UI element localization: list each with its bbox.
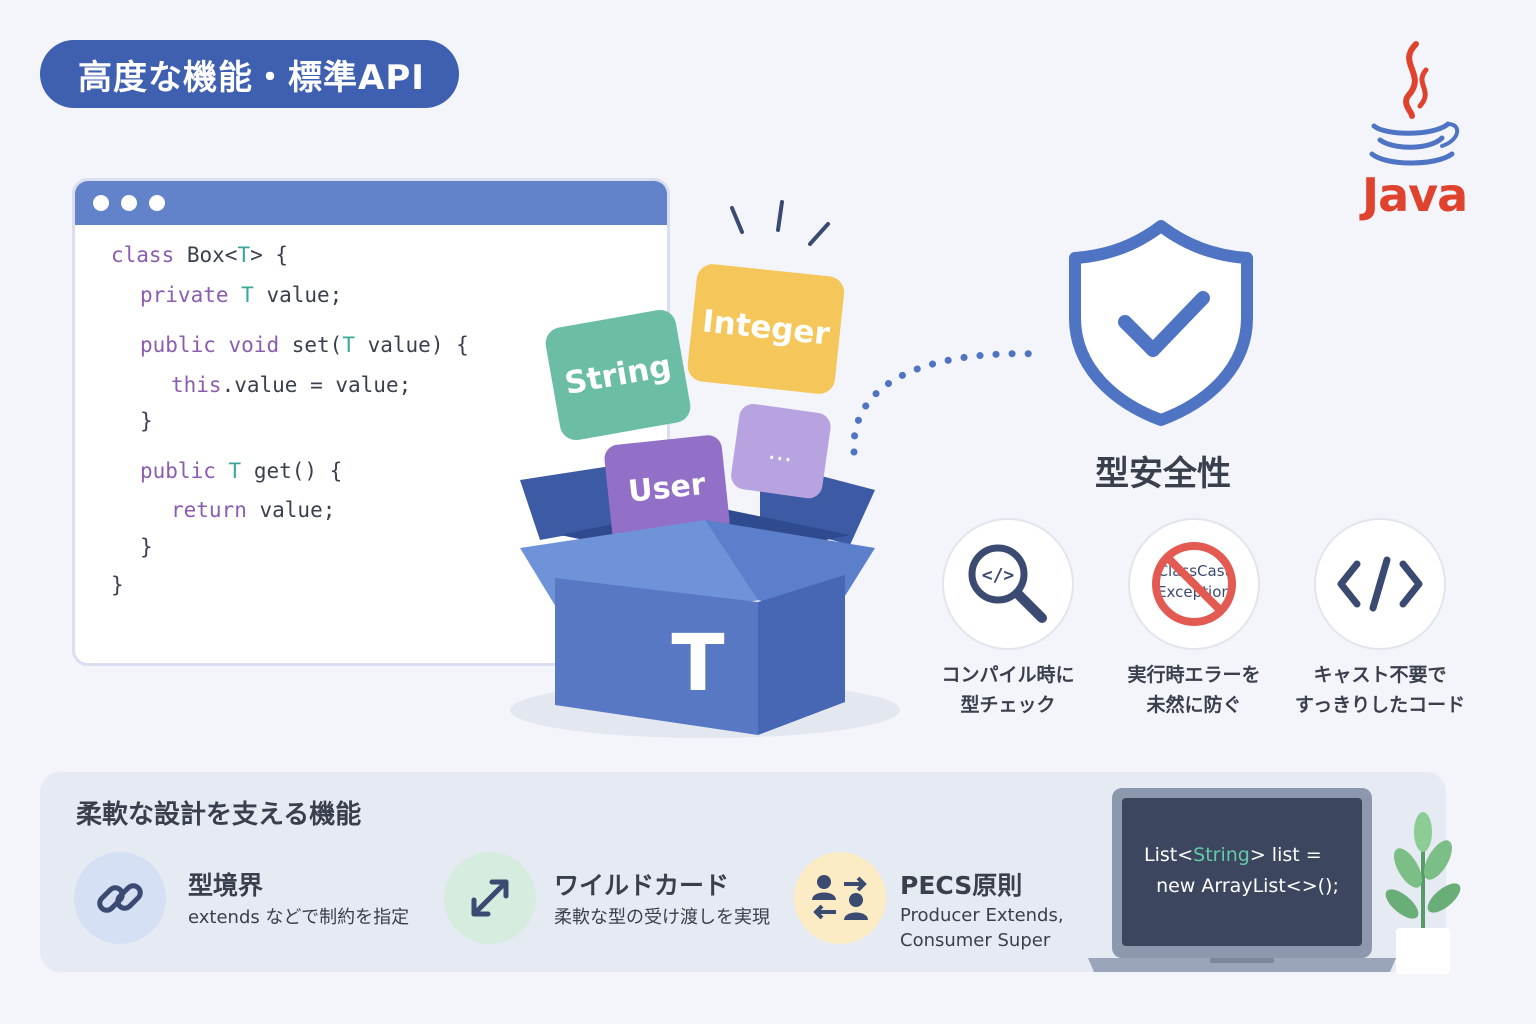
bottom-panel-title: 柔軟な設計を支える機能 (76, 800, 362, 830)
code-keyword: void (228, 333, 280, 357)
bound-item-title: 型境界 (188, 871, 264, 900)
wildcard-item-icon (444, 852, 536, 944)
java-logo-text: Java (1362, 168, 1468, 222)
feature-label: キャスト不要で (1313, 664, 1447, 686)
code-token: > { (250, 243, 289, 267)
code-token: } (140, 409, 153, 433)
code-token: } (140, 535, 153, 559)
box-label: T (671, 619, 724, 709)
code-token: set( (279, 333, 343, 357)
page-title: 高度な機能・標準API (40, 40, 459, 108)
window-titlebar (75, 181, 667, 225)
bound-item-icon (74, 852, 166, 944)
code-keyword: class (111, 243, 175, 267)
pecs-item-title: PECS原則 (900, 871, 1023, 900)
code-type: String (1193, 844, 1250, 866)
code-token (229, 283, 242, 307)
laptop-code: List<String> list = new ArrayList<>(); (1144, 840, 1339, 902)
pecs-item-icon (794, 852, 886, 944)
plant-icon (1385, 812, 1461, 974)
type-card-string: String (545, 309, 691, 441)
card-label: ... (766, 436, 795, 469)
wildcard-item-title: ワイルドカード (554, 871, 730, 900)
laptop-illustration (1088, 788, 1396, 972)
code-type-param: T (237, 243, 251, 267)
feature-icon-circle: </> (942, 518, 1074, 650)
code-type-param: T (241, 283, 254, 307)
code-line: public T get() { (140, 459, 342, 483)
code-line: class Box<T> { (111, 243, 288, 267)
java-logo-icon (1369, 41, 1459, 166)
type-safety-label: 型安全性 (1095, 454, 1231, 494)
code-token: } (111, 573, 124, 597)
code-line: } (111, 573, 124, 597)
magnifier-code-icon: </> (968, 544, 1047, 623)
window-dot (93, 195, 109, 211)
shield-check-icon (1069, 220, 1253, 426)
feature-label: 型チェック (960, 694, 1056, 716)
code-token: value; (253, 283, 343, 307)
code-keyword: private (140, 283, 229, 307)
icon-text: Exception (1157, 583, 1231, 601)
code-tag-icon (1337, 556, 1423, 612)
code-token (216, 333, 229, 357)
generic-box-illustration: ... User String Integer T (510, 200, 900, 738)
feature-runtime-prevention: ClassCast Exception 実行時エラーを 未然に防ぐ (1104, 518, 1284, 720)
feature-label: 未然に防ぐ (1146, 694, 1242, 716)
no-classcast-icon: ClassCast Exception (1152, 542, 1236, 626)
type-card-integer: Integer (687, 264, 845, 394)
type-card-user: User (604, 435, 730, 545)
code-line: return value; (171, 498, 335, 522)
code-token: .value = value; (221, 373, 412, 397)
code-text: new ArrayList<>(); (1144, 875, 1339, 897)
wildcard-item-desc: 柔軟な型の受け渡しを実現 (554, 907, 770, 928)
icon-text: ClassCast (1158, 562, 1231, 580)
code-keyword: public (140, 459, 216, 483)
code-line: } (140, 535, 153, 559)
code-keyword: public (140, 333, 216, 357)
code-type-param: T (342, 333, 355, 357)
card-label: User (627, 467, 708, 510)
code-line: } (140, 409, 153, 433)
code-token: value; (246, 498, 336, 522)
code-line: public void set(T value) { (140, 333, 469, 357)
code-keyword: this (171, 373, 222, 397)
users-exchange-icon (812, 875, 868, 920)
code-token: Box< (174, 243, 238, 267)
code-token (216, 459, 229, 483)
feature-icon-circle (1314, 518, 1446, 650)
feature-no-cast: キャスト不要で すっきりしたコード (1290, 518, 1470, 720)
feature-label: コンパイル時に (941, 664, 1075, 686)
svg-text:</>: </> (982, 565, 1015, 586)
feature-icon-circle: ClassCast Exception (1128, 518, 1260, 650)
feature-label: 実行時エラーを (1127, 664, 1261, 686)
window-dot (121, 195, 137, 211)
code-text: List< (1144, 844, 1194, 866)
bound-item-desc: extends などで制約を指定 (188, 907, 410, 928)
link-icon (97, 883, 143, 913)
code-type-param: T (228, 459, 242, 483)
diagonal-arrows-icon (471, 879, 509, 917)
feature-compile-check: </> コンパイル時に 型チェック (918, 518, 1098, 720)
window-dot (149, 195, 165, 211)
code-token: get() { (241, 459, 343, 483)
code-line: this.value = value; (171, 373, 411, 397)
code-token: value) { (354, 333, 469, 357)
code-keyword: return (171, 498, 247, 522)
dotted-connector (850, 350, 1044, 456)
feature-label: すっきりしたコード (1294, 694, 1466, 716)
type-card-ellipsis: ... (731, 403, 831, 499)
code-line: private T value; (140, 283, 342, 307)
code-text: > list = (1249, 844, 1322, 866)
pecs-item-desc: Producer Extends, Consumer Super (900, 905, 1064, 951)
